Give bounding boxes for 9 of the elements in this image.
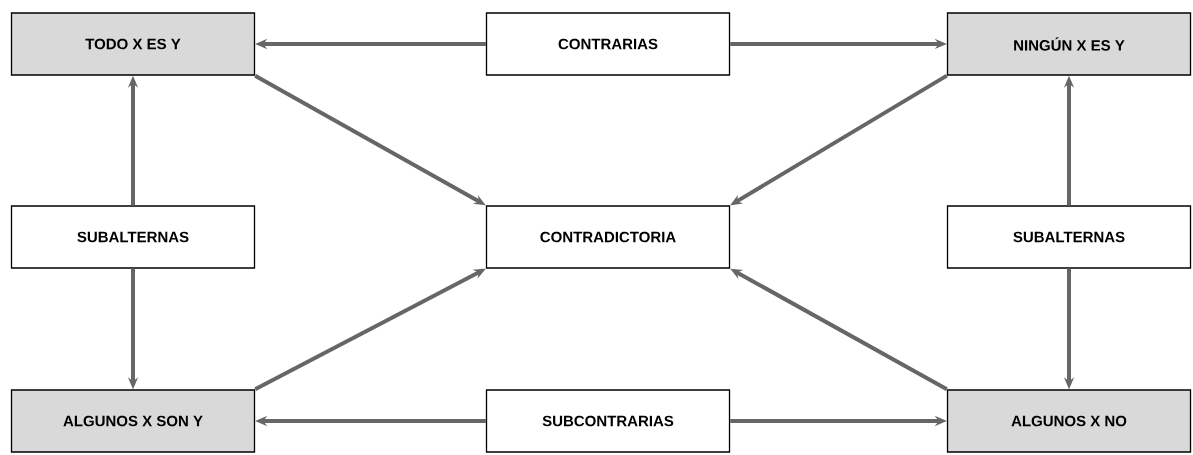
relation-box: CONTRARIAS: [485, 12, 731, 76]
relation-box: SUBCONTRARIAS: [485, 389, 731, 453]
statement-box: ALGUNOS X SON Y: [10, 389, 256, 453]
relation-box: SUBALTERNAS: [946, 205, 1192, 269]
statement-box: TODO X ES Y: [10, 12, 256, 76]
relation-box: CONTRADICTORIA: [485, 205, 731, 269]
statement-box: NINGÚN X ES Y: [946, 12, 1192, 76]
statement-box: ALGUNOS X NO: [946, 389, 1192, 453]
relation-box: SUBALTERNAS: [10, 205, 256, 269]
